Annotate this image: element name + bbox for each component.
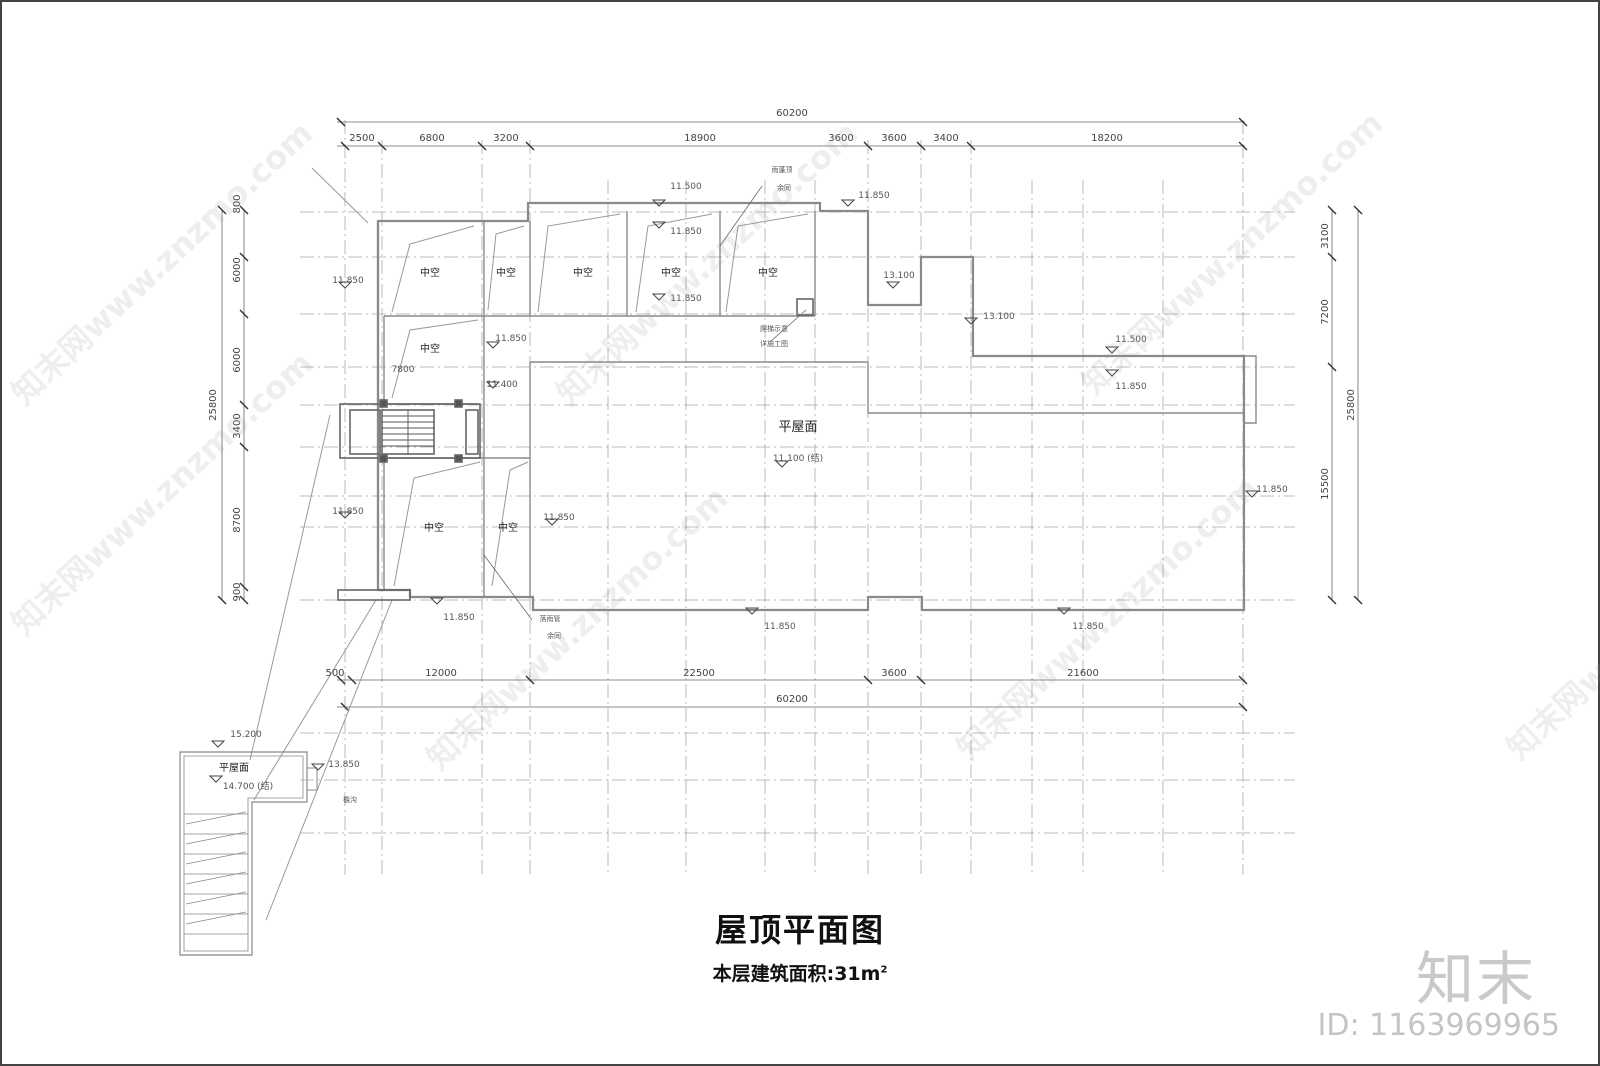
dim-top-segment: 18200 [1091, 133, 1123, 144]
dim-left-segment: 6000 [232, 257, 243, 282]
image-id: ID: 1163969965 [1317, 1008, 1560, 1043]
dim-bottom-segment: 22500 [683, 668, 715, 679]
dimension-lines [221, 121, 1359, 708]
dim-right-total: 25800 [1346, 389, 1357, 421]
flat-roof-label: 平屋面 [778, 420, 817, 435]
elevation-label: 11.500 [1115, 335, 1147, 345]
dimension-7800: 7800 [392, 365, 415, 375]
void-label: 中空 [424, 521, 444, 534]
elevation-label: 11.850 [332, 276, 364, 286]
area-unit-superscript: 2 [880, 964, 888, 976]
notes: 雨蓬顶 余同 爬梯示意 详施工图 落雨管 余同 檐沟 [343, 165, 793, 804]
void-label: 中空 [496, 266, 516, 279]
dim-right-segment: 15500 [1320, 468, 1331, 500]
floor-area-text: 本层建筑面积:31m [712, 963, 881, 985]
stair-core [337, 298, 814, 601]
dim-right-segment: 7200 [1320, 299, 1331, 324]
dim-left-segment: 800 [232, 194, 243, 213]
elevation-label: 11.850 [670, 294, 702, 304]
void-label: 中空 [420, 266, 440, 279]
plan-title: 屋顶平面图 [714, 911, 885, 949]
elevation-label: 11.850 [1256, 485, 1288, 495]
dim-left-segment: 8700 [232, 507, 243, 532]
elevation-label: 11.850 [543, 513, 575, 523]
note-leaders [483, 185, 807, 621]
small-roof-label: 平屋面 [219, 762, 249, 774]
dim-top-segment: 3600 [881, 133, 906, 144]
dim-left-total: 25800 [208, 389, 219, 421]
note-down-pipe: 余同 [547, 631, 561, 640]
elevation-label: 11.850 [1115, 382, 1147, 392]
elevation-label: 11.400 [486, 380, 518, 390]
dim-right-segment: 3100 [1320, 223, 1331, 248]
elevation-labels: 11.500 11.850 11.850 11.850 13.100 13.10… [230, 182, 1288, 770]
dim-bottom-segment: 3600 [881, 668, 906, 679]
elevation-label: 13.100 [983, 312, 1015, 322]
elevation-label: 13.850 [328, 760, 360, 770]
title-block: 屋顶平面图 本层建筑面积:31m2 [0, 905, 1600, 986]
elevation-label: 15.200 [230, 730, 262, 740]
void-label: 中空 [498, 521, 518, 534]
note-rainwater-top: 雨蓬顶 [772, 165, 793, 174]
dim-top-segment: 3200 [493, 133, 518, 144]
plan-subtitle: 本层建筑面积:31m2 [0, 959, 1600, 986]
elevation-label: 11.850 [443, 613, 475, 623]
elevation-label: 11.850 [764, 622, 796, 632]
dim-left-segment: 3400 [232, 413, 243, 438]
note-drain: 落雨管 [540, 614, 561, 623]
void-label: 中空 [758, 266, 778, 279]
note-roof-access-detail: 详施工图 [760, 339, 788, 348]
note-eave: 檐沟 [343, 795, 357, 804]
vertical-dimension-labels: 25800 800 6000 6000 3400 8700 900 3100 7… [208, 194, 1357, 601]
elevation-label: 13.100 [883, 271, 915, 281]
void-label: 中空 [573, 266, 593, 279]
elevation-label: 11.850 [332, 507, 364, 517]
dimension-labels: 60200 2500 6800 3200 18900 3600 3600 340… [325, 108, 1122, 705]
dim-top-segment: 6800 [419, 133, 444, 144]
elevation-label: 11.850 [670, 227, 702, 237]
elevation-label: 11.850 [858, 191, 890, 201]
dim-top-segment: 3600 [828, 133, 853, 144]
dim-left-segment: 6000 [232, 347, 243, 372]
dim-bottom-segment: 500 [325, 668, 344, 679]
dim-top-segment: 18900 [684, 133, 716, 144]
note-down-pipe: 余同 [777, 183, 791, 192]
elevation-label: 11.850 [495, 334, 527, 344]
dim-bottom-segment: 12000 [425, 668, 457, 679]
void-diagonals [249, 167, 809, 921]
small-roof-elevation: 14.700 (结) [223, 780, 273, 792]
dim-top-total: 60200 [776, 108, 808, 119]
dim-top-segment: 2500 [349, 133, 374, 144]
building-walls [376, 201, 1257, 612]
note-roof-access: 爬梯示意 [760, 324, 788, 333]
stair-roof-detail [179, 751, 318, 956]
dimension-ticks [217, 117, 1363, 712]
elevation-markers [208, 199, 1260, 783]
void-label: 中空 [661, 266, 681, 279]
elevation-label: 11.500 [670, 182, 702, 192]
flat-roof-elevation: 11.100 (结) [773, 452, 823, 464]
dim-bottom-total: 60200 [776, 694, 808, 705]
dim-top-segment: 3400 [933, 133, 958, 144]
room-labels: 中空 中空 中空 中空 中空 中空 中空 中空 平屋面 11.100 (结) 平… [219, 266, 823, 792]
dim-bottom-segment: 21600 [1067, 668, 1099, 679]
void-label: 中空 [420, 342, 440, 355]
brand-logo: 知末 [1415, 945, 1536, 1013]
dim-left-segment: 900 [232, 582, 243, 601]
elevation-label: 11.850 [1072, 622, 1104, 632]
